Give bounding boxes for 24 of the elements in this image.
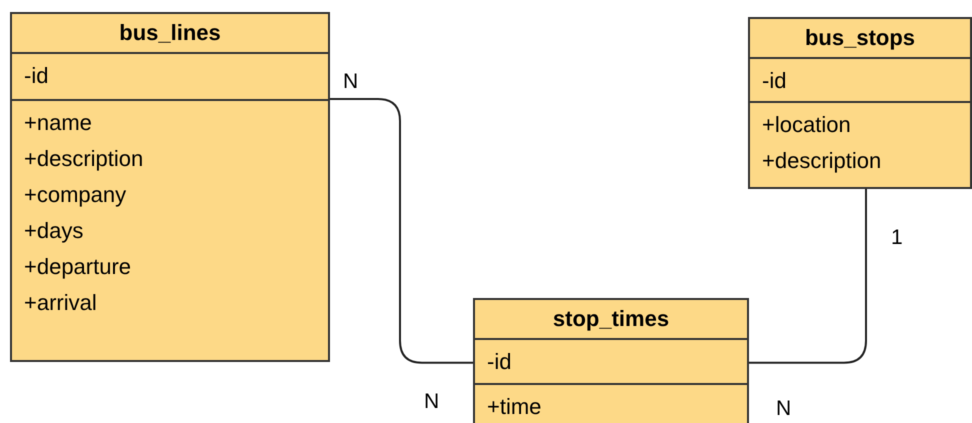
attribute: +arrival	[24, 289, 97, 317]
attribute: +departure	[24, 253, 132, 281]
class-box	[10, 12, 330, 362]
class-name: bus_lines	[119, 20, 221, 46]
attribute: +description	[762, 147, 882, 175]
relationship-line	[330, 98, 473, 364]
key-attribute: -id	[24, 62, 48, 90]
key-attribute: -id	[487, 348, 512, 376]
attribute: +description	[24, 145, 144, 173]
class-name: bus_stops	[804, 25, 916, 51]
relationship-line	[749, 189, 867, 364]
cardinality-label: N	[343, 70, 358, 94]
key-attribute: -id	[762, 67, 786, 95]
cardinality-label: 1	[891, 226, 903, 250]
class-box	[473, 298, 749, 423]
cardinality-label: N	[424, 390, 440, 414]
class-box	[748, 17, 972, 189]
attribute: +name	[24, 109, 92, 137]
attribute: +time	[487, 393, 542, 421]
class-name: stop_times	[552, 306, 670, 332]
attribute: +days	[24, 217, 84, 245]
attribute: +company	[24, 181, 126, 209]
attribute: +location	[762, 111, 851, 139]
cardinality-label: N	[776, 397, 792, 421]
